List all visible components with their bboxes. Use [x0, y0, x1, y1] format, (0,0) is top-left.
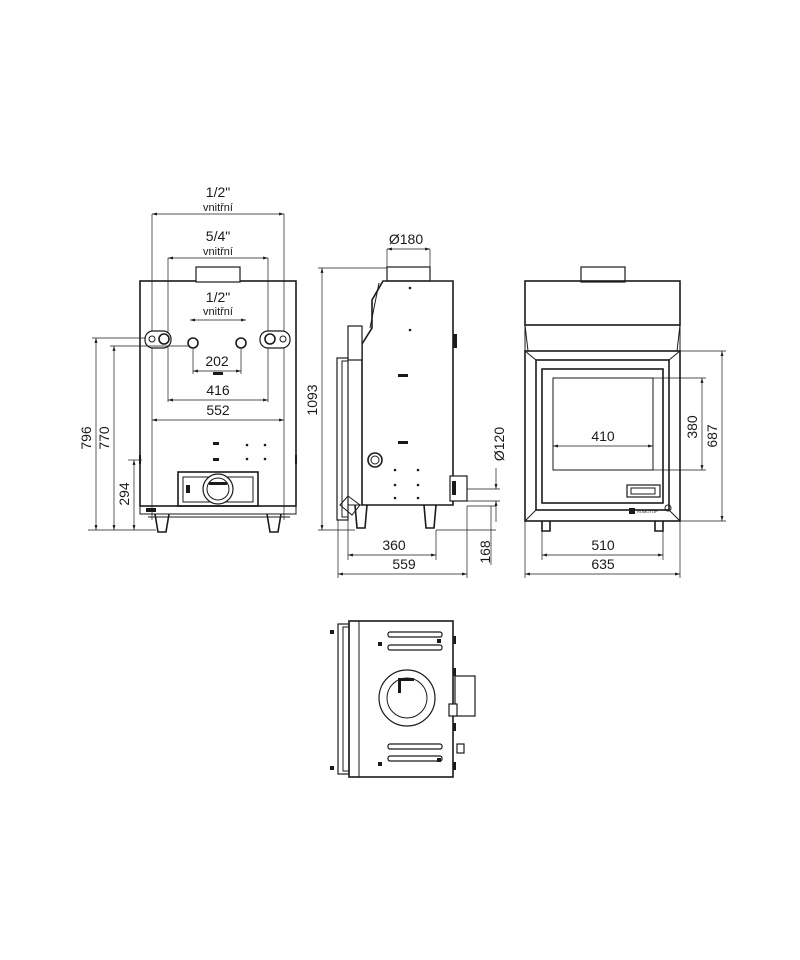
door-view-top-cover [524, 280, 681, 326]
side-view: Ø180 Ø120 [304, 231, 507, 578]
height-294-label: 294 [116, 482, 132, 506]
side-rear-leg [423, 504, 437, 529]
glass-width-label: 410 [591, 428, 615, 444]
door-view: ROMOTOP 410 380 687 510 635 [524, 266, 726, 578]
brand-label: ROMOTOP [637, 509, 658, 514]
door-view-right-leg [654, 521, 664, 532]
width-416-label: 416 [206, 382, 230, 398]
side-flue-outlet [386, 266, 431, 282]
door-outline [535, 359, 670, 511]
depth-559-label: 559 [392, 556, 416, 572]
side-body-outline [361, 280, 454, 506]
height-1093-label: 1093 [304, 384, 320, 415]
total-width-label: 635 [591, 556, 615, 572]
side-air-inlet-icon [367, 452, 383, 468]
door-glass-frame [541, 368, 664, 504]
side-front-leg [354, 504, 368, 529]
glass-height-label: 380 [684, 415, 700, 439]
width-202-label: 202 [205, 353, 229, 369]
top-view-rear-air-box [454, 675, 476, 717]
rear-flue-outlet [195, 266, 241, 283]
base-width-label: 510 [591, 537, 615, 553]
height-796-label: 796 [78, 426, 94, 450]
door-glass [552, 377, 654, 471]
door-view-left-leg [541, 521, 551, 532]
rear-right-leg [266, 513, 282, 533]
top-view-body-outline [348, 620, 454, 778]
top-view [330, 620, 476, 778]
inner-connection-note-label: vnitřní [203, 306, 233, 318]
flue-diameter-label: Ø180 [389, 231, 423, 247]
rear-left-leg [154, 513, 170, 533]
door-view-frame [524, 350, 681, 522]
inner-right-connection-icon [235, 337, 247, 349]
width-552-label: 552 [206, 402, 230, 418]
top-connection-note-label: vnitřní [203, 202, 233, 214]
inner-left-connection-icon [187, 337, 199, 349]
inner-connection-size-label: 1/2" [206, 289, 230, 305]
middle-connection-size-label: 5/4" [206, 228, 230, 244]
height-770-label: 770 [96, 426, 112, 450]
depth-360-label: 360 [382, 537, 406, 553]
brand-logo-icon [629, 508, 635, 514]
middle-connection-note-label: vnitřní [203, 246, 233, 258]
top-connection-size-label: 1/2" [206, 184, 230, 200]
height-168-label: 168 [477, 540, 493, 564]
rear-view: 1/2" vnitřní 5/4" vnitřní 1/2" vnitřní 2… [78, 184, 297, 533]
door-height-label: 687 [704, 424, 720, 448]
door-view-flue-outlet [580, 266, 626, 283]
air-inlet-diameter-label: Ø120 [491, 427, 507, 461]
